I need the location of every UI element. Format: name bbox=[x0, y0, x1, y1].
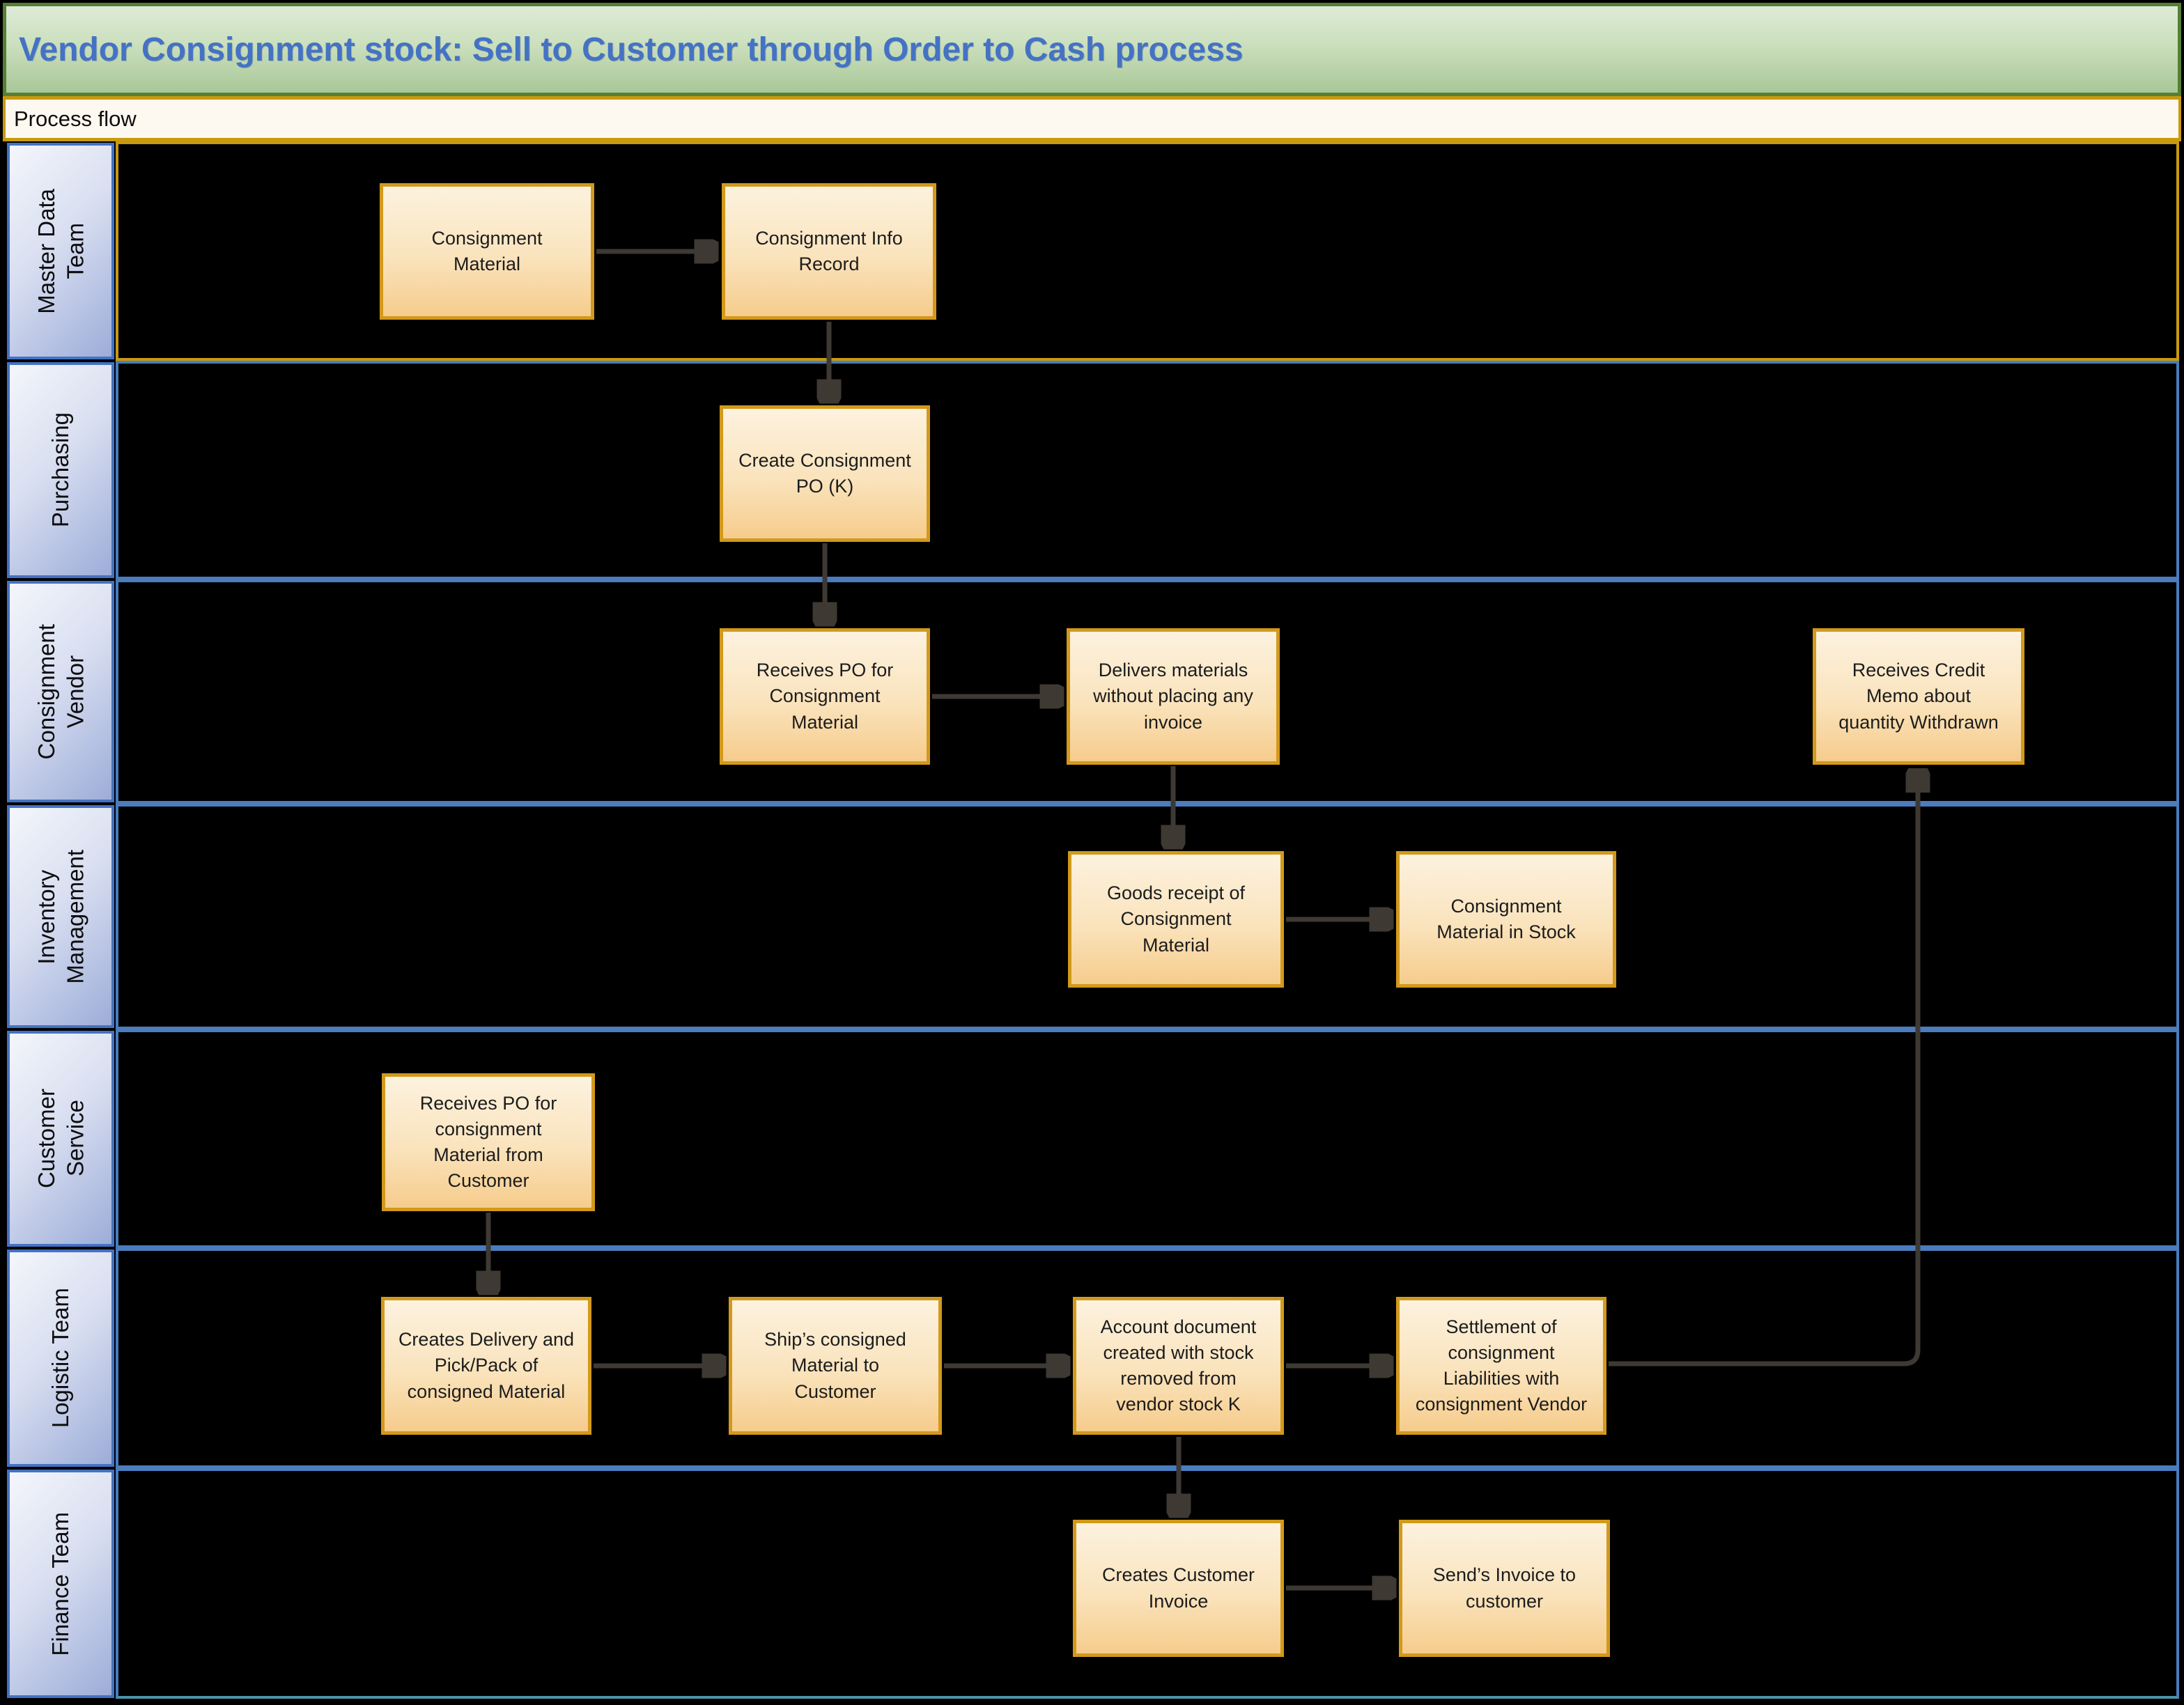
node-delivers-materials: Delivers materials without placing any i… bbox=[1067, 628, 1280, 765]
node-settlement: Settlement of consignment Liabilities wi… bbox=[1396, 1297, 1606, 1435]
node-consignment-info-record: Consignment Info Record bbox=[722, 183, 936, 320]
node-receives-po-consignment: Receives PO for Consignment Material bbox=[720, 628, 930, 765]
lane-label-logistic-team: Logistic Team bbox=[7, 1249, 114, 1467]
lane-label-master-data-team: Master Data Team bbox=[7, 143, 114, 359]
node-goods-receipt: Goods receipt of Consignment Material bbox=[1068, 851, 1284, 988]
node-receives-credit-memo: Receives Credit Memo about quantity With… bbox=[1813, 628, 2024, 765]
node-creates-customer-invoice: Creates Customer Invoice bbox=[1073, 1520, 1284, 1657]
node-receives-po-customer: Receives PO for consignment Material fro… bbox=[382, 1073, 595, 1211]
lane-label-purchasing: Purchasing bbox=[7, 362, 114, 578]
lane-label-consignment-vendor: Consignment Vendor bbox=[7, 581, 114, 802]
node-consignment-material: Consignment Material bbox=[380, 183, 594, 320]
lane-region-inventory-management bbox=[116, 804, 2179, 1029]
lane-region-purchasing bbox=[116, 361, 2179, 579]
lane-label-finance-team: Finance Team bbox=[7, 1470, 114, 1698]
node-ships-consigned: Ship’s consigned Material to Customer bbox=[729, 1297, 942, 1435]
node-sends-invoice: Send’s Invoice to customer bbox=[1399, 1520, 1610, 1657]
lane-label-text: Inventory Management bbox=[33, 849, 88, 984]
lane-label-text: Customer Service bbox=[33, 1089, 88, 1189]
lane-label-text: Consignment Vendor bbox=[33, 623, 88, 760]
lane-label-inventory-management: Inventory Management bbox=[7, 805, 114, 1028]
lane-label-text: Finance Team bbox=[47, 1511, 74, 1656]
lane-region-finance-team bbox=[116, 1468, 2179, 1699]
lane-label-text: Master Data Team bbox=[33, 188, 88, 314]
lane-label-text: Logistic Team bbox=[47, 1288, 74, 1428]
node-account-document: Account document created with stock remo… bbox=[1073, 1297, 1284, 1435]
node-creates-delivery: Creates Delivery and Pick/Pack of consig… bbox=[381, 1297, 591, 1435]
node-material-in-stock: Consignment Material in Stock bbox=[1396, 851, 1616, 988]
node-create-consignment-po: Create Consignment PO (K) bbox=[720, 405, 930, 542]
lane-region-consignment-vendor bbox=[116, 579, 2179, 804]
lane-region-logistic-team bbox=[116, 1248, 2179, 1468]
title-bar: Vendor Consignment stock: Sell to Custom… bbox=[3, 3, 2181, 96]
lane-region-customer-service bbox=[116, 1029, 2179, 1248]
page-title: Vendor Consignment stock: Sell to Custom… bbox=[19, 31, 1244, 68]
lane-label-text: Purchasing bbox=[47, 412, 74, 528]
lane-label-customer-service: Customer Service bbox=[7, 1031, 114, 1247]
lane-region-master-data-team bbox=[116, 141, 2179, 361]
subtitle: Process flow bbox=[14, 106, 137, 131]
subtitle-bar: Process flow bbox=[3, 96, 2181, 141]
